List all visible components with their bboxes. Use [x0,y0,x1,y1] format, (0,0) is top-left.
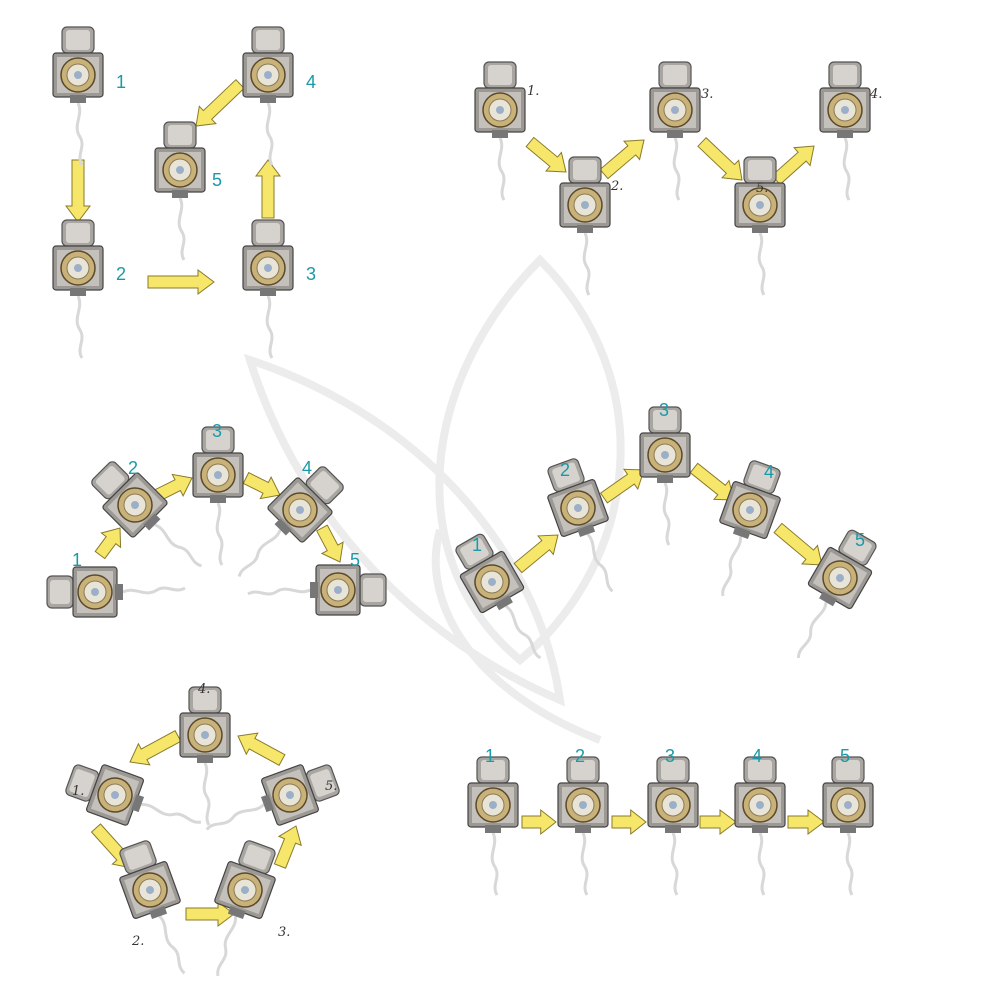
arc-sequence-label-4: 4 [302,458,312,478]
square-sequence-label-5: 5 [212,170,222,190]
row-sequence-arrow-1 [521,808,557,836]
wave-sequence-arrow-2 [599,468,645,504]
device-unit-3 [648,60,702,202]
arc-sequence-arrow-4 [316,524,344,563]
pentagon-sequence-label-1: 1. [72,784,84,799]
square-sequence-label-4: 4 [306,72,316,92]
zigzag-sequence-arrow-4 [771,145,815,186]
pentagon-sequence-label-4: 4. [197,682,210,697]
square-sequence-arrow-1 [65,159,91,223]
square-sequence-label-3: 3 [306,264,316,284]
square-sequence-label-2: 2 [116,264,126,284]
wave-sequence-arrow-3 [689,462,735,501]
arc-sequence-label-5: 5 [350,550,360,570]
device-unit-4 [178,685,232,827]
pentagon-sequence-arrow-2 [185,901,235,927]
device-unit-1 [473,60,527,202]
device-unit-4 [241,25,295,167]
pentagon-sequence-label-5: 5. [325,779,337,794]
arrows-layer [65,78,825,927]
zigzag-sequence-label-4: 4. [869,87,882,102]
device-unit-2 [51,218,105,360]
square-sequence-label-1: 1 [116,72,126,92]
device-unit-1 [51,25,105,167]
device-unit-5 [246,563,388,617]
row-sequence-label-2: 2 [575,746,585,766]
square-sequence-arrow-3 [255,159,281,219]
zigzag-sequence-label-1: 1. [527,84,539,99]
wave-sequence-label-2: 2 [560,460,570,480]
device-unit-3 [638,405,692,547]
wave-sequence-label-1: 1 [472,535,482,555]
row-sequence-arrow-3 [699,809,737,835]
pentagon-sequence-label-2: 2. [131,934,144,949]
arc-sequence-label-1: 1 [72,550,82,570]
device-unit-2 [558,155,612,297]
zigzag-sequence-arrow-3 [697,136,743,181]
arc-sequence-label-3: 3 [212,421,222,441]
device-unit-5 [195,753,346,851]
zigzag-sequence-arrow-1 [525,136,567,173]
row-sequence-label-1: 1 [485,746,495,766]
square-sequence-arrow-4 [195,78,245,127]
arc-sequence-arrow-1 [94,527,122,560]
device-unit-1 [59,753,210,851]
device-unit-2 [556,755,610,897]
device-unit-1 [466,755,520,897]
row-sequence-arrow-2 [611,808,647,836]
square-sequence-devices [51,25,295,360]
pentagon-sequence-arrow-4 [237,732,286,766]
pentagon-sequence-arrow-3 [273,825,302,869]
labels-layer: 1 2 3 4 5 1. 2. 3. 4. 5. 1 2 3 4 5 1 2 3 4 5 1. 2. 3. 4. 5. 1 2 3 4 5 [72,72,882,949]
zigzag-sequence-arrow-2 [599,139,645,180]
arc-sequence-arrow-2 [154,473,193,502]
device-unit-5 [821,755,875,897]
zigzag-sequence-label-5: 5. [756,181,768,196]
zigzag-sequence-label-3: 3. [701,87,713,102]
device-unit-4 [818,60,872,202]
wave-sequence-label-5: 5 [855,530,865,550]
square-sequence-arrow-2 [147,269,215,295]
wave-sequence-label-3: 3 [659,400,669,420]
device-unit-3 [191,425,245,567]
arc-sequence-arrow-3 [242,471,281,500]
wave-sequence-arrow-1 [513,534,559,574]
device-unit-4 [733,755,787,897]
row-sequence-label-5: 5 [840,746,850,766]
arc-sequence-label-2: 2 [128,458,138,478]
row-sequence-arrow-4 [787,809,825,835]
row-sequence-label-3: 3 [665,746,675,766]
zigzag-sequence-label-2: 2. [610,179,623,194]
wave-sequence-label-4: 4 [764,462,774,482]
device-unit-3 [646,755,700,897]
device-unit-1 [45,565,187,619]
wave-sequence-devices [444,405,888,674]
wave-sequence-arrow-4 [773,522,823,566]
row-sequence-label-4: 4 [752,746,762,766]
device-unit-3 [241,218,295,360]
pentagon-sequence-arrow-5 [129,730,182,766]
device-unit-5 [153,120,207,262]
pentagon-sequence-label-3: 3. [278,925,290,940]
